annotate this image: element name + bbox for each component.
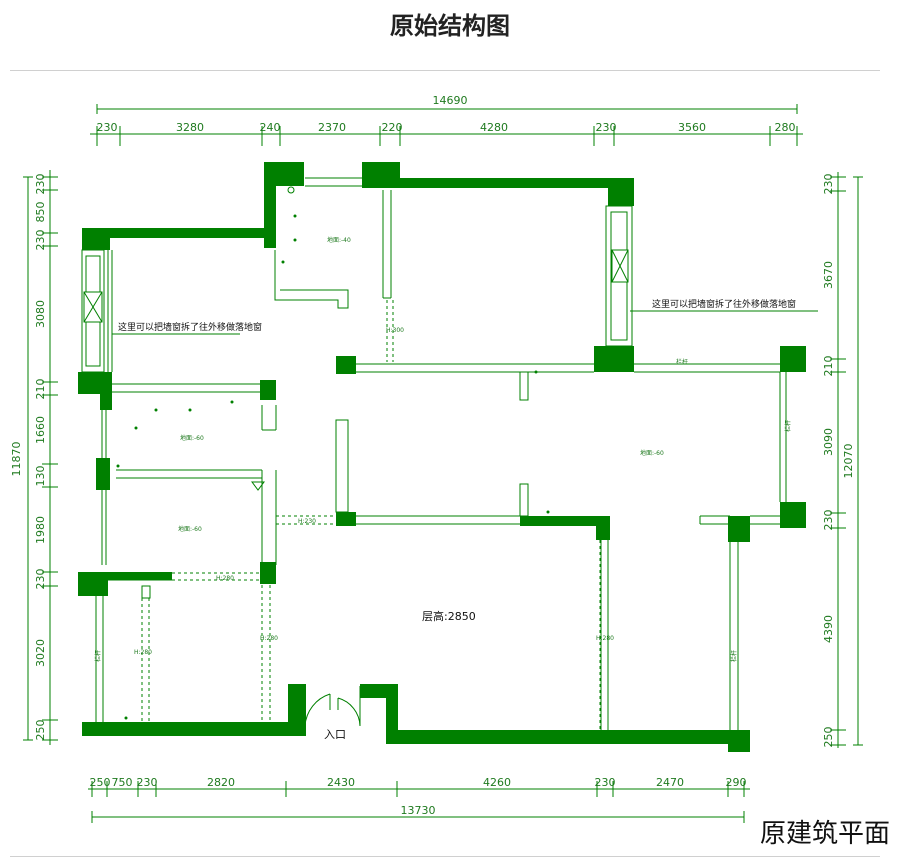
railing-label-1: 栏杆 [676,358,688,366]
top-dim-9: 280 [775,121,796,134]
left-dim-7: 130 [34,466,47,487]
top-dimension-lines [90,104,803,146]
bottom-dimension-lines [88,781,750,823]
left-dim-3: 230 [34,230,47,251]
left-dim-6: 1660 [34,416,47,444]
top-dim-2: 3280 [176,121,204,134]
floor-mark-bedroom-1: 地面:-60 [180,434,204,442]
left-dimension-lines [23,170,58,745]
page-title: 原始结构图 [390,12,510,40]
left-total-dimension: 11870 [10,442,23,477]
left-dim-1: 230 [34,174,47,195]
top-dim-7: 230 [596,121,617,134]
interior-thin-walls [95,177,787,730]
right-dim-5: 230 [822,510,835,531]
left-dim-5: 210 [34,379,47,400]
right-dim-4: 3090 [822,428,835,456]
left-dim-2: 850 [34,202,47,223]
right-dimension-lines [830,172,863,748]
right-dim-6: 4390 [822,615,835,643]
floor-mark-living: 地面:-60 [640,449,664,457]
beam-dashed-lines [141,300,601,730]
railing-label-4: 栏杆 [730,650,738,662]
left-dim-8: 1980 [34,516,47,544]
window-note-left: 这里可以把墙窗拆了往外移做落地窗 [118,321,262,333]
plan-caption: 原建筑平面 [760,819,890,849]
bottom-dim-6: 4260 [483,776,511,789]
top-dim-1: 230 [97,121,118,134]
beam-label-3: H:280 [216,575,234,582]
right-total-dimension: 12070 [842,444,855,479]
right-dim-7: 250 [822,727,835,748]
floor-mark-kitchen: 地面:-40 [327,236,351,244]
right-dim-3: 210 [822,356,835,377]
beam-label-2: H:230 [298,518,316,525]
bottom-dim-5: 2430 [327,776,355,789]
bottom-dim-3: 230 [137,776,158,789]
bottom-total-dimension: 13730 [401,804,436,817]
beam-label-6: H:280 [596,635,614,642]
entrance-label: 入口 [324,728,346,741]
top-total-dimension: 14690 [433,94,468,107]
bottom-dim-1: 250 [90,776,111,789]
beam-label-1: H:300 [386,327,404,334]
left-dim-10: 3020 [34,639,47,667]
top-dim-6: 4280 [480,121,508,134]
structural-walls [78,162,806,752]
bottom-dim-8: 2470 [656,776,684,789]
floor-mark-bedroom-2: 地面:-60 [178,525,202,533]
fixture-marks [116,186,632,738]
railing-label-3: 栏杆 [94,650,102,662]
bottom-dim-2: 750 [112,776,133,789]
top-dim-5: 220 [382,121,403,134]
left-dim-4: 3080 [34,300,47,328]
ceiling-height-label: 层高:2850 [422,609,476,623]
top-divider [10,70,880,71]
bottom-dim-9: 290 [726,776,747,789]
left-dim-11: 250 [34,720,47,741]
beam-label-5: H:280 [260,635,278,642]
window-note-right: 这里可以把墙窗拆了往外移做落地窗 [652,298,796,310]
beam-label-4: H:280 [134,649,152,656]
top-dim-3: 240 [260,121,281,134]
right-dim-2: 3670 [822,261,835,289]
top-dim-8: 3560 [678,121,706,134]
bottom-dim-4: 2820 [207,776,235,789]
bottom-dim-7: 230 [595,776,616,789]
right-dim-1: 230 [822,174,835,195]
railing-label-2: 栏杆 [784,420,792,432]
top-dim-4: 2370 [318,121,346,134]
bottom-divider [10,856,880,857]
windows [81,205,633,373]
left-dim-9: 230 [34,569,47,590]
